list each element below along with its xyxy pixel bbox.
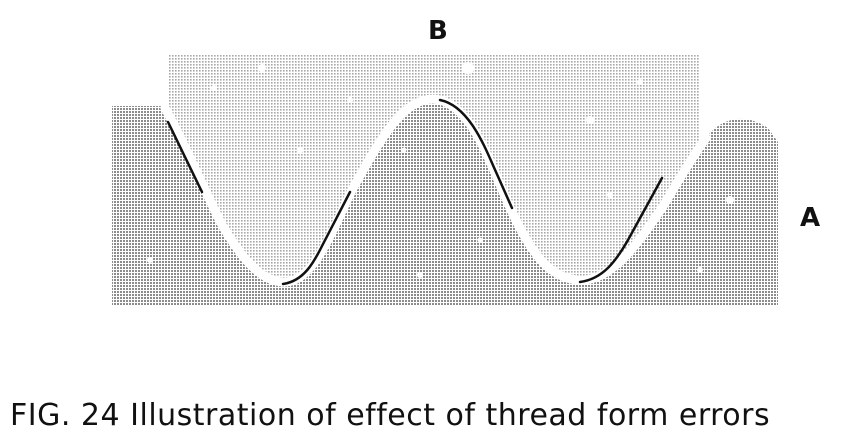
label-a: A	[800, 203, 821, 233]
flank-error-line-3	[438, 98, 514, 210]
internal-thread-body-b	[168, 54, 700, 283]
figure-caption: FIG. 24 Illustration of effect of thread…	[10, 398, 771, 433]
flank-error-line-1	[166, 120, 204, 194]
texture-specks	[147, 62, 734, 278]
label-b: B	[428, 16, 448, 46]
flank-error-line-4	[578, 176, 664, 284]
flank-error-lines	[166, 98, 664, 286]
external-thread-body-a	[112, 99, 778, 305]
flank-error-line-2	[281, 190, 352, 286]
